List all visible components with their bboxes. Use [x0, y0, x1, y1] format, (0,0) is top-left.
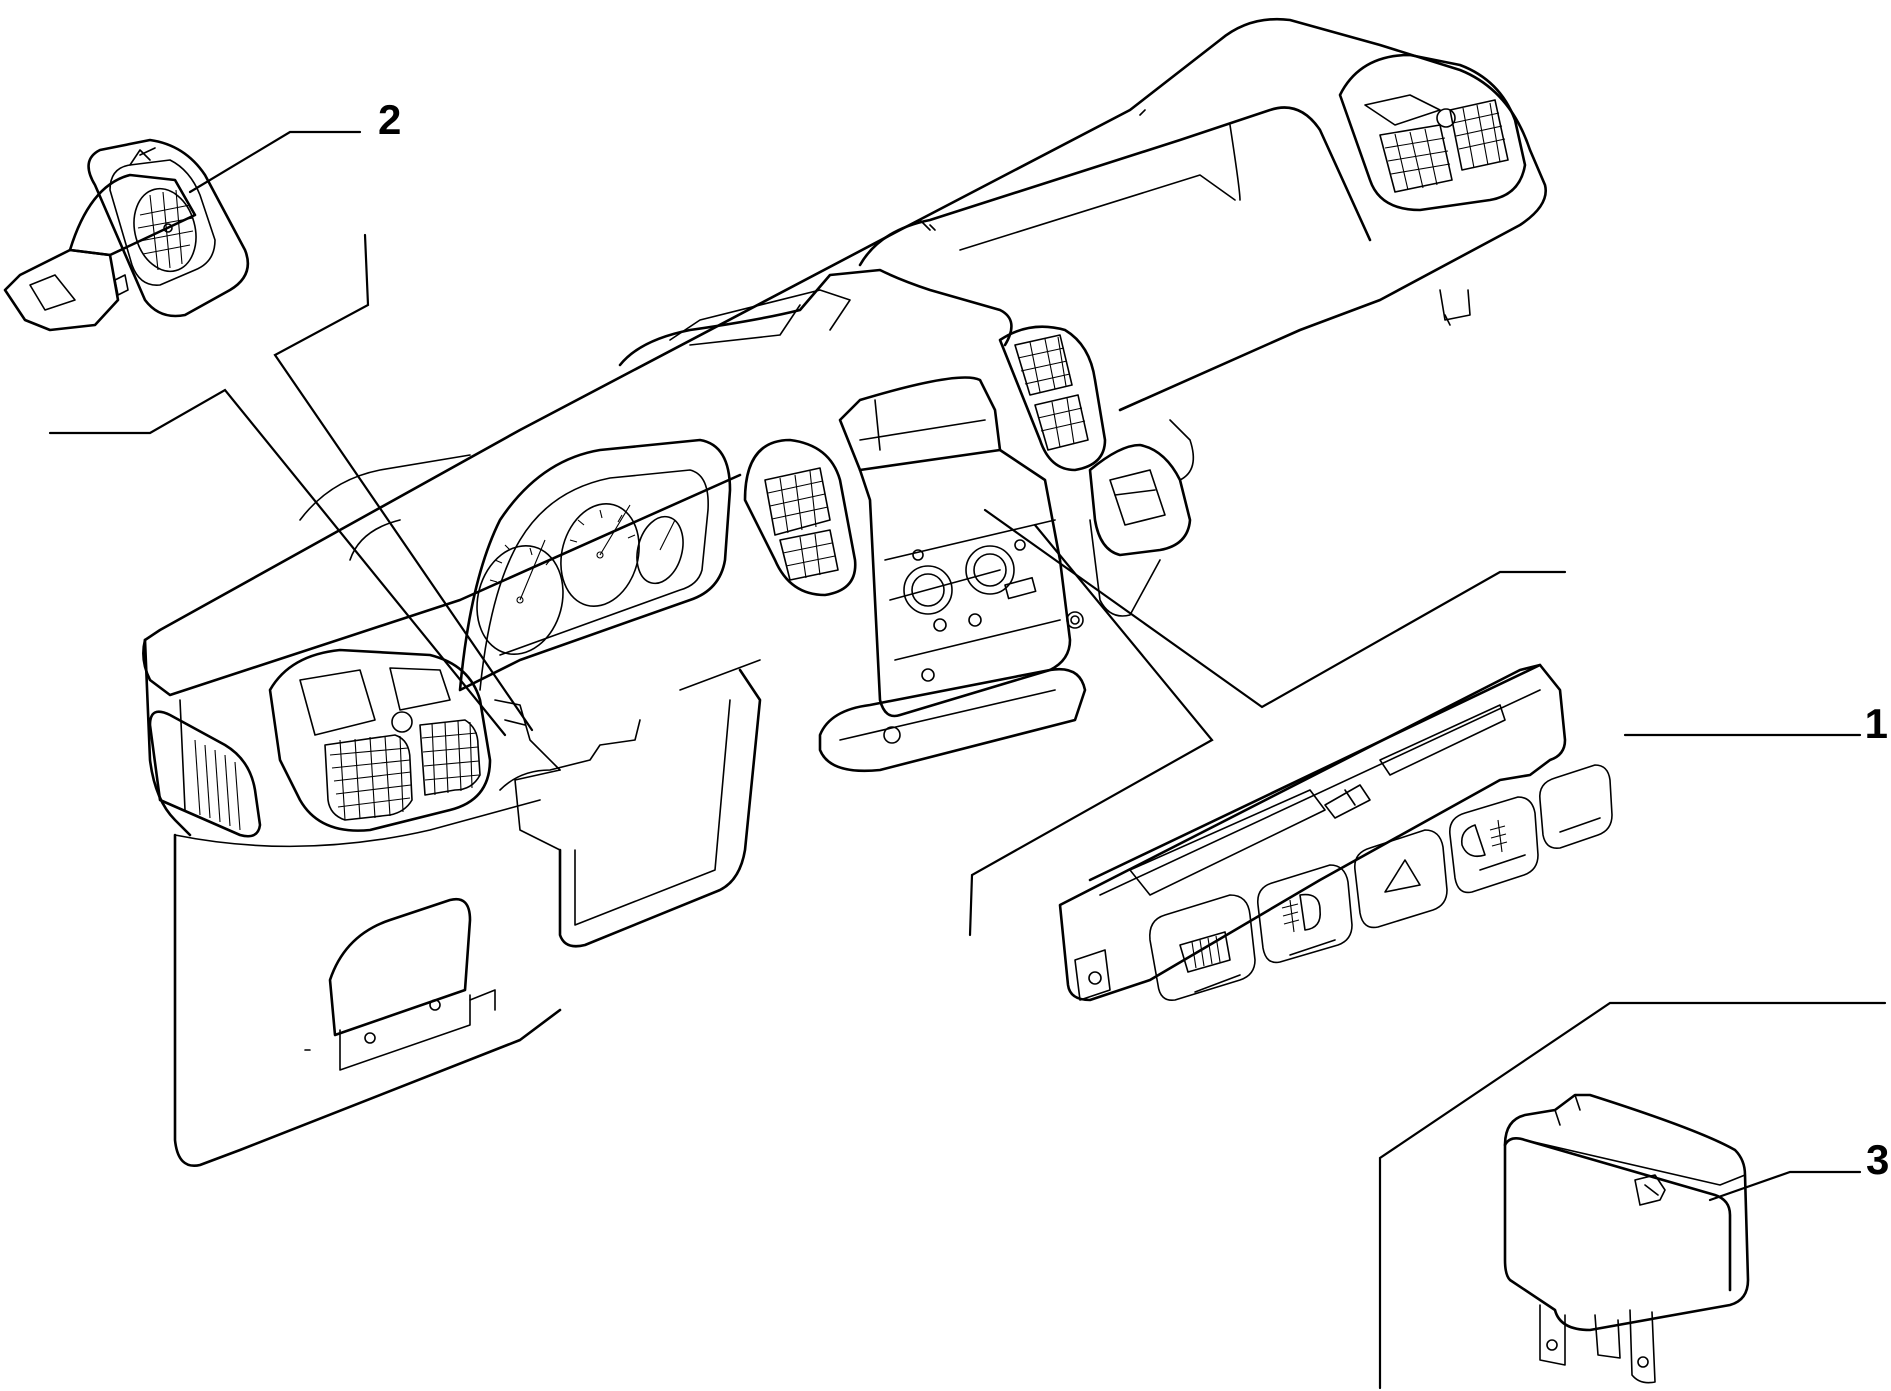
leader-lines [48, 130, 1887, 1390]
gauge-cluster [476, 503, 684, 656]
right-vent [1338, 53, 1527, 212]
switch-panel-icon [1058, 663, 1613, 1002]
dashboard-icon [142, 17, 1547, 1167]
callout-labels: 1 2 3 [378, 96, 1889, 1183]
relay-icon [1503, 1093, 1750, 1384]
callout-2: 2 [378, 96, 401, 143]
headlight-level-switch-icon [3, 138, 250, 332]
callout-3: 3 [1866, 1136, 1889, 1183]
hvac-knobs [903, 539, 1084, 682]
center-right-vent [998, 325, 1107, 472]
left-vent-grill [324, 711, 481, 821]
center-left-vent [743, 438, 857, 597]
callout-1: 1 [1865, 700, 1888, 747]
